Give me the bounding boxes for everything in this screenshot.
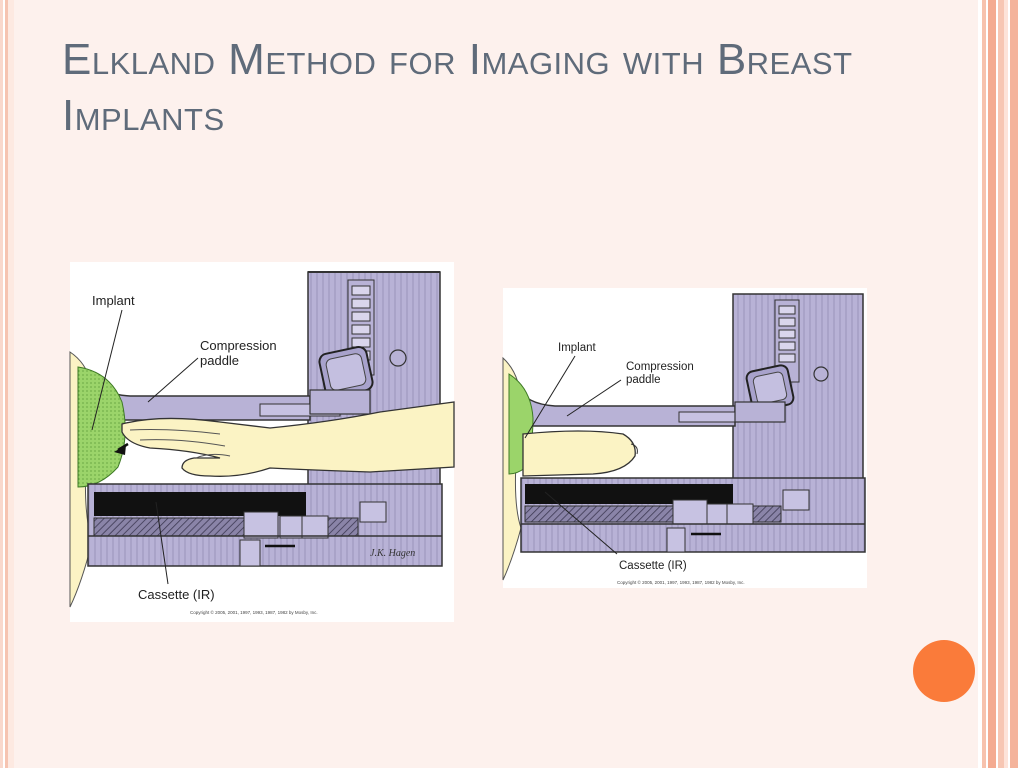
right-decorative-stripes xyxy=(978,0,1024,768)
decorative-orange-circle xyxy=(913,640,975,702)
label-implant: Implant xyxy=(92,293,135,308)
label-compression-paddle: Compression paddle xyxy=(200,338,277,368)
illustration-left xyxy=(69,271,455,608)
illustration-right xyxy=(502,293,866,581)
compressed-breast-tissue xyxy=(522,430,636,477)
figure-elkland-compression-with-hand: Implant Compression paddle Cassette (IR)… xyxy=(69,262,455,622)
image-receptor-housing xyxy=(87,483,443,567)
figure-elkland-displaced-implant: Implant Compression paddle Cassette (IR)… xyxy=(502,288,867,588)
copyright-notice: Copyright © 2005, 2001, 1997, 1993, 1987… xyxy=(617,580,745,585)
copyright-notice: Copyright © 2005, 2001, 1997, 1993, 1987… xyxy=(190,610,318,615)
image-receptor-housing xyxy=(520,477,866,553)
artist-signature: J.K. Hagen xyxy=(370,548,416,559)
label-leader-lines xyxy=(524,355,622,555)
label-leader-lines xyxy=(91,309,199,585)
left-decorative-border xyxy=(0,0,14,768)
breast-implant xyxy=(77,366,126,488)
compression-knob xyxy=(318,345,374,399)
label-implant: Implant xyxy=(558,342,596,354)
label-cassette: Cassette (IR) xyxy=(619,560,687,572)
label-compression-paddle: Compression paddle xyxy=(626,361,694,386)
slide-title: Elkland Method for Imaging with Breast I… xyxy=(62,35,853,140)
technologist-hand xyxy=(114,401,455,477)
label-cassette: Cassette (IR) xyxy=(138,587,215,602)
